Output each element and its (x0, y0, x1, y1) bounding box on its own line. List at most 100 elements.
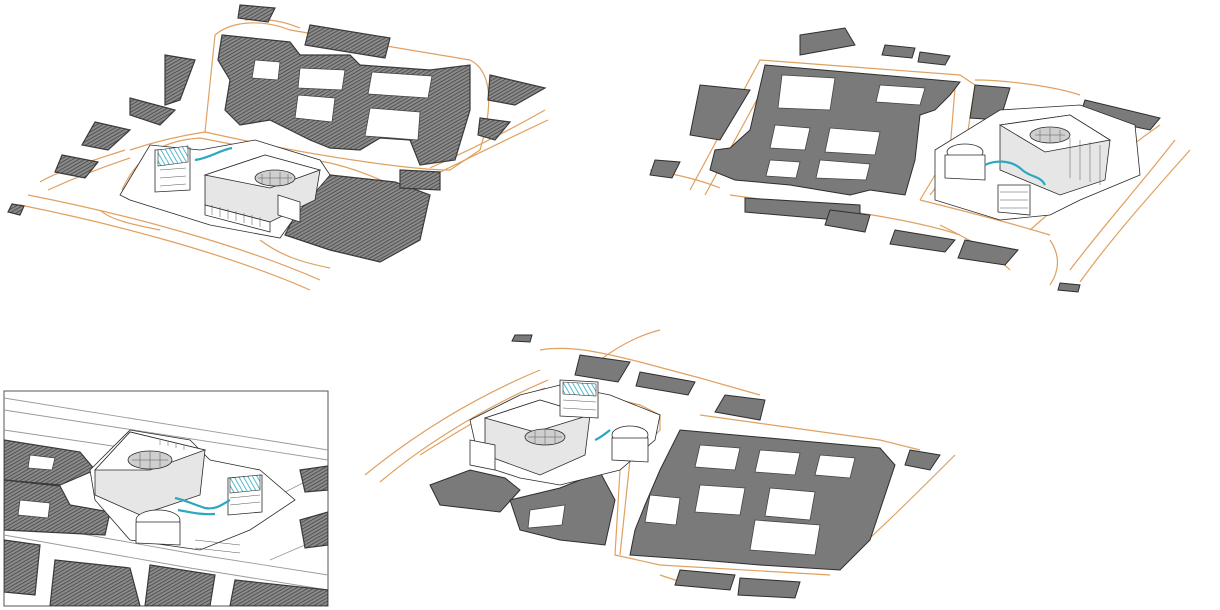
courtyard (824, 127, 881, 156)
courtyard (17, 499, 51, 519)
courtyard (765, 159, 801, 179)
road-edge (4, 409, 328, 461)
building-model (469, 379, 661, 486)
rotunda-detail (132, 451, 168, 469)
building (229, 579, 328, 606)
annex (277, 194, 301, 223)
steps (194, 539, 241, 554)
building (304, 24, 391, 59)
building (649, 159, 681, 179)
road-edge (379, 379, 549, 483)
annex (469, 439, 496, 471)
courtyard (251, 59, 281, 81)
tower-floors (562, 399, 597, 411)
pedestrian-bridge (194, 146, 233, 162)
road-edge (364, 369, 541, 476)
road-edge (699, 414, 921, 451)
glass-tower-top (562, 381, 597, 397)
building (714, 394, 766, 421)
road-edge (99, 209, 161, 231)
building (881, 44, 916, 59)
building (799, 27, 856, 56)
road-edge (919, 199, 1051, 236)
view-inset (3, 390, 329, 607)
building (635, 371, 696, 396)
building (7, 203, 25, 216)
road-edge (4, 534, 328, 591)
courtyard (749, 519, 821, 556)
building (299, 465, 328, 493)
building (487, 74, 547, 106)
courtyard (527, 504, 566, 529)
view-top-left (7, 4, 549, 291)
road-edge (1079, 149, 1191, 283)
tower-floors (1000, 191, 1028, 209)
building-model (119, 139, 331, 239)
road-edge (1049, 239, 1059, 286)
building (689, 84, 751, 141)
courtyard (367, 71, 433, 99)
building (144, 564, 216, 606)
building (4, 539, 41, 596)
road-edge (129, 131, 206, 151)
pedestrian-bridge (594, 429, 611, 442)
building (429, 469, 521, 513)
view-bottom-center (364, 329, 956, 599)
road-edge (619, 459, 631, 556)
building (904, 449, 941, 471)
facade-lines (1069, 138, 1101, 185)
rotunda-detail (258, 172, 292, 186)
courtyard (27, 454, 56, 471)
pedestrian-path (177, 508, 216, 516)
building (737, 577, 801, 599)
drum-base (611, 437, 649, 463)
building (237, 4, 276, 23)
pedestrian-bridge (174, 496, 231, 510)
courtyard (364, 107, 421, 141)
drum-base (135, 521, 181, 546)
courtyard (875, 84, 926, 106)
road-edge (244, 18, 301, 29)
tower-floors (229, 494, 261, 506)
courtyard (644, 494, 681, 526)
glass-tower-top (157, 145, 189, 167)
road-edge (259, 239, 331, 269)
building (81, 121, 132, 151)
glass-tower-top (229, 474, 261, 494)
tower-floors (159, 167, 187, 187)
road-edge (974, 79, 1081, 96)
building-model (934, 104, 1141, 221)
facade-windows (211, 205, 261, 227)
rotunda-detail (1035, 128, 1065, 143)
road-edge (4, 397, 328, 451)
building (824, 209, 871, 233)
courtyard (297, 67, 346, 91)
facade (204, 204, 271, 233)
building (917, 51, 951, 66)
solid-blocks (429, 334, 941, 599)
road-edge (599, 329, 661, 361)
building (574, 354, 631, 383)
drum-base (944, 154, 986, 181)
road-edge (1069, 139, 1176, 271)
building (889, 229, 956, 253)
road-edge (539, 347, 761, 396)
courtyard (694, 484, 746, 516)
building (129, 97, 177, 126)
building (164, 54, 196, 106)
building (957, 239, 1019, 266)
inset-content (4, 397, 328, 606)
building (511, 334, 533, 343)
courtyard (815, 159, 871, 181)
building (674, 569, 736, 591)
courtyard (694, 444, 741, 471)
courtyard (294, 94, 336, 123)
hatched-buildings (7, 4, 547, 263)
building (54, 154, 100, 179)
courtyard (814, 454, 856, 479)
view-top-right (649, 27, 1191, 293)
building (477, 117, 512, 141)
road-ring (204, 22, 490, 171)
courtyard (754, 449, 801, 476)
